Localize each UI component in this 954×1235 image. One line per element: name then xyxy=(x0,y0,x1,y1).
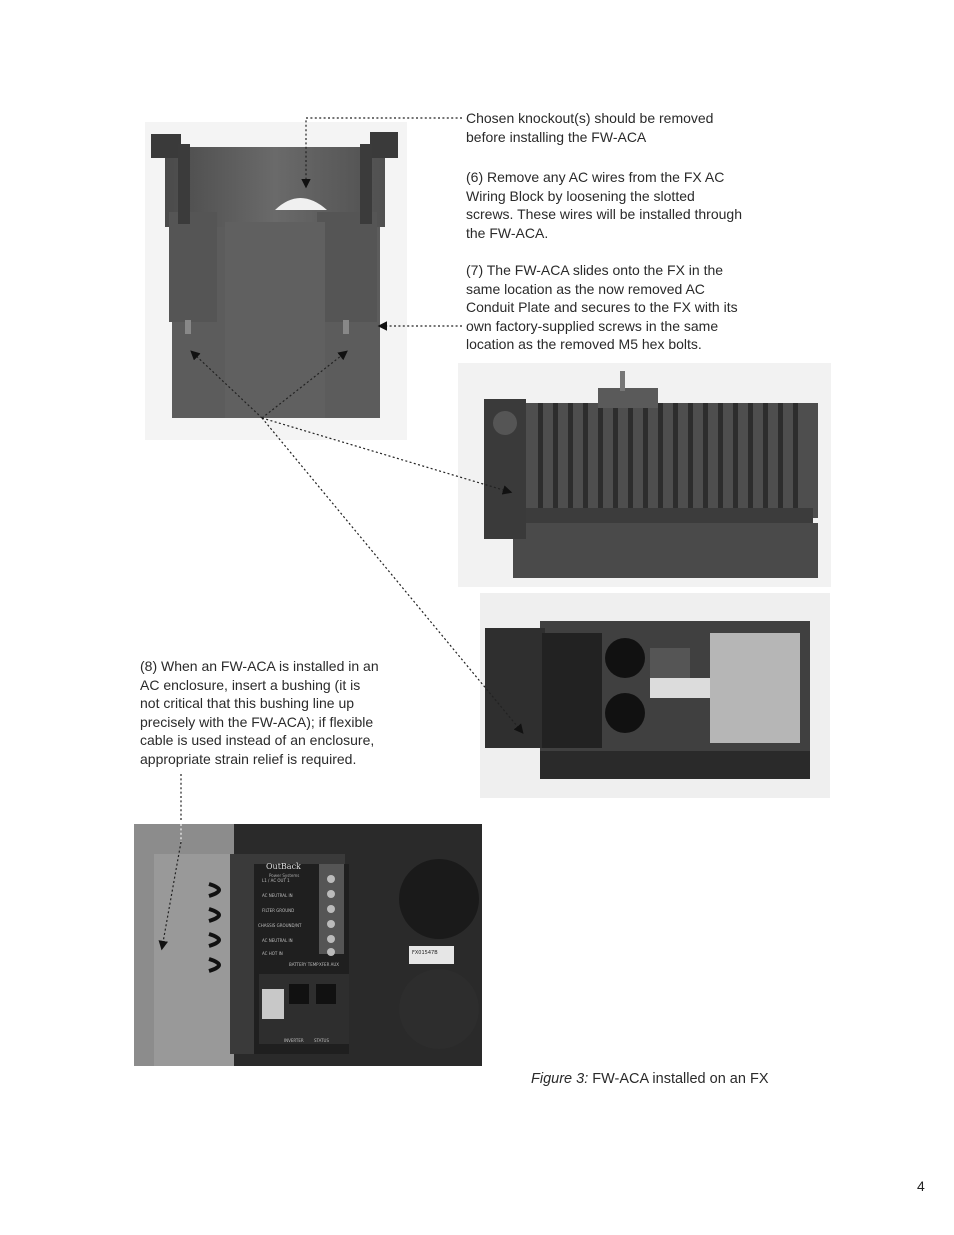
step-7-text: (7) The FW-ACA slides onto the FX in the… xyxy=(466,262,738,353)
terminal-label: AC NEUTRAL IN xyxy=(262,893,293,898)
inverter-label: INVERTER xyxy=(284,1038,304,1043)
xfer-label: XFER AUX xyxy=(319,962,339,967)
terminal-label: FILTER GROUND xyxy=(262,908,294,913)
step-8-text: (8) When an FW-ACA is installed in an AC… xyxy=(140,658,379,767)
figure-caption-text: FW-ACA installed on an FX xyxy=(588,1071,769,1087)
step-6-text: (6) Remove any AC wires from the FX AC W… xyxy=(466,169,742,241)
serial-label: FX01547B xyxy=(412,950,438,956)
brand-sub-label: Power Systems xyxy=(269,873,299,878)
terminal-label: AC NEUTRAL IN xyxy=(262,938,293,943)
knockout-note: Chosen knockout(s) should be removed bef… xyxy=(466,110,714,145)
terminal-label: L1 / AC OUT 1 xyxy=(262,878,290,883)
status-label: STATUS xyxy=(314,1038,329,1043)
figure-caption: Figure 3: FW-ACA installed on an FX xyxy=(531,1071,769,1087)
fw-aca-bracket-photo xyxy=(145,122,407,440)
page-number: 4 xyxy=(917,1178,925,1194)
terminal-label: CHASSIS GROUND/NT xyxy=(258,923,302,928)
figure-label: Figure 3: xyxy=(531,1071,589,1087)
wiring-block-photo: OutBack Power Systems L1 / AC OUT 1 AC N… xyxy=(134,824,482,1066)
fx-top-view-photo xyxy=(480,593,830,798)
battery-temp-label: BATTERY TEMP xyxy=(289,962,319,967)
brand-label: OutBack xyxy=(266,862,301,871)
fx-side-view-photo xyxy=(458,363,831,587)
terminal-label: AC HOT IN xyxy=(262,951,283,956)
